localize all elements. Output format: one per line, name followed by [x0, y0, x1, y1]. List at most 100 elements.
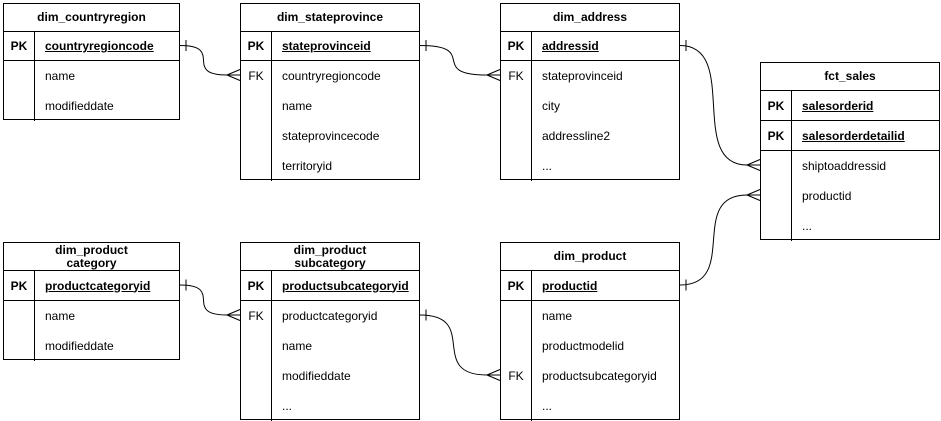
entity-table-title-line: dim_countryregion	[37, 10, 146, 24]
field-name: ...	[542, 399, 553, 413]
pk-marker: PK	[241, 32, 272, 60]
cardinality-many-crow-foot	[226, 69, 241, 81]
field-name: shiptoaddressid	[802, 159, 887, 173]
entity-table-title-line: dim_stateprovince	[276, 10, 384, 24]
table-row-: ...	[501, 151, 679, 181]
empty-marker	[761, 181, 792, 211]
pk-marker: PK	[4, 271, 35, 300]
field-name: productsubcategoryid	[542, 369, 657, 383]
field-name: salesorderdetailid	[802, 128, 905, 143]
field-name: name	[45, 309, 76, 323]
empty-marker	[4, 301, 35, 331]
field-name: productid	[802, 189, 852, 203]
empty-marker	[761, 151, 792, 181]
relationship-line	[679, 45, 748, 166]
entity-table-title-line: dim_product	[553, 249, 627, 263]
entity-table-title-line: dim_address	[552, 10, 628, 24]
table-row-territoryid: territoryid	[241, 151, 419, 181]
connector-dim-countryregion-to-dim-stateprovince[interactable]	[179, 40, 241, 81]
pk-marker: PK	[501, 32, 532, 60]
empty-marker	[241, 331, 272, 361]
table-row-shiptoaddressid: shiptoaddressid	[761, 151, 939, 181]
table-row-productsubcategoryid: FK productsubcategoryid	[501, 361, 679, 391]
cardinality-many-crow-foot	[746, 189, 761, 201]
connector-dim-address-to-fct-sales[interactable]	[679, 40, 761, 171]
field-name: territoryid	[282, 159, 333, 173]
table-row-name: name	[241, 331, 419, 361]
empty-marker	[501, 391, 532, 421]
field-name: productcategoryid	[45, 278, 151, 293]
entity-table-title-line: fct_sales	[824, 69, 876, 83]
field-name: addressline2	[542, 129, 611, 143]
empty-marker	[501, 151, 532, 181]
field-name: name	[282, 339, 313, 353]
empty-marker	[4, 331, 35, 361]
table-row-name: name	[241, 91, 419, 121]
table-row-city: city	[501, 91, 679, 121]
empty-marker	[501, 121, 532, 151]
field-name: ...	[282, 399, 293, 413]
empty-marker	[4, 91, 35, 121]
field-name: productmodelid	[542, 339, 625, 353]
fk-marker: FK	[501, 361, 532, 391]
empty-marker	[761, 211, 792, 241]
connector-dim-stateprovince-to-dim-address[interactable]	[419, 40, 501, 81]
connector-dim-product-to-fct-sales[interactable]	[679, 189, 761, 291]
fk-marker: FK	[501, 61, 532, 91]
entity-table-title: dim_product	[501, 243, 679, 271]
empty-marker	[4, 61, 35, 91]
table-row-productid: PK productid	[501, 271, 679, 301]
table-row-modifieddate: modifieddate	[4, 91, 179, 121]
pk-marker: PK	[761, 91, 792, 120]
cardinality-many-crow-foot	[486, 69, 501, 81]
empty-marker	[241, 391, 272, 421]
field-name: stateprovincecode	[282, 129, 380, 143]
cardinality-many-crow-foot	[486, 369, 501, 381]
table-row-: ...	[241, 391, 419, 421]
table-row-name: name	[4, 61, 179, 91]
table-row-productid: productid	[761, 181, 939, 211]
field-name: name	[542, 309, 573, 323]
relationship-line	[419, 314, 488, 376]
fk-marker: FK	[241, 61, 272, 91]
field-name: stateprovinceid	[542, 69, 623, 83]
table-row-modifieddate: modifieddate	[4, 331, 179, 361]
empty-marker	[501, 331, 532, 361]
table-row-productmodelid: productmodelid	[501, 331, 679, 361]
table-row-: ...	[501, 391, 679, 421]
relationship-line	[179, 284, 228, 316]
relationship-line	[679, 194, 748, 286]
connector-dim-product-subcategory-to-dim-product[interactable]	[419, 309, 501, 381]
empty-marker	[241, 91, 272, 121]
field-name: ...	[542, 159, 553, 173]
entity-table-title: dim_countryregion	[4, 4, 179, 32]
table-row-addressline2: addressline2	[501, 121, 679, 151]
cardinality-many-crow-foot	[226, 309, 241, 321]
pk-marker: PK	[501, 271, 532, 300]
table-row-productcategoryid: PK productcategoryid	[4, 271, 179, 301]
empty-marker	[501, 301, 532, 331]
field-name: name	[282, 99, 313, 113]
cardinality-many-crow-foot	[746, 159, 761, 171]
entity-table-title: dim_address	[501, 4, 679, 32]
entity-table-title: dim_stateprovince	[241, 4, 419, 32]
connector-dim-product-category-to-dim-product-subcategory[interactable]	[179, 279, 241, 321]
field-name: modifieddate	[282, 369, 351, 383]
field-name: productid	[542, 278, 598, 293]
table-row-name: name	[501, 301, 679, 331]
field-name: productsubcategoryid	[282, 278, 409, 293]
field-name: modifieddate	[45, 339, 114, 353]
